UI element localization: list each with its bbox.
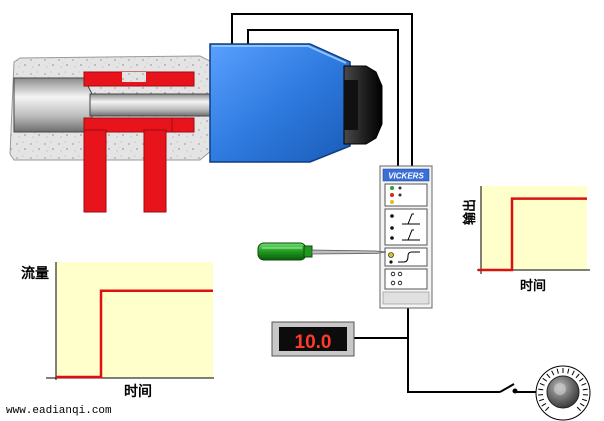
knob-tick	[571, 370, 575, 376]
display-value: 10.0	[295, 332, 332, 353]
status-leds	[384, 183, 428, 207]
input-graph-ylabel: 输出	[462, 199, 478, 225]
knob-tick	[542, 377, 548, 382]
knob-tick	[581, 382, 587, 386]
wiring	[231, 13, 500, 393]
adjust-screw-icon[interactable]	[388, 252, 394, 258]
ramp-pot-panel[interactable]	[384, 208, 428, 246]
knob-tick	[541, 403, 547, 407]
input-graph-xlabel: 时间	[520, 278, 546, 294]
knob-tick	[539, 382, 545, 386]
input-signal-trace	[478, 197, 587, 272]
knob-tick	[546, 373, 551, 379]
knob-tick	[567, 368, 570, 374]
led-green	[390, 186, 394, 190]
amplifier-brand: VICKERS	[388, 172, 424, 181]
led-yellow	[390, 200, 394, 204]
adjust-pot-panel[interactable]	[384, 247, 428, 267]
flow-graph-plot-area	[56, 262, 213, 378]
flow-graph-xlabel: 时间	[124, 383, 152, 400]
flow-graph-ylabel: 流量	[21, 265, 49, 282]
knob-tick	[539, 398, 545, 402]
piston-rod	[13, 77, 215, 133]
screwdriver-icon[interactable]	[257, 242, 387, 261]
rotary-knob-icon[interactable]	[535, 365, 591, 421]
actuator-cap	[343, 65, 383, 145]
knob-tick	[551, 370, 555, 376]
digital-display: 10.0	[271, 321, 355, 357]
watermark: www.eadianqi.com	[6, 405, 112, 417]
knob-tick	[579, 403, 585, 407]
input-graph-plot-area	[481, 186, 587, 270]
knob-tick	[544, 406, 550, 412]
knob-tick	[556, 368, 559, 374]
flow-graph: 流量 时间	[21, 262, 214, 400]
flow-trace	[56, 289, 213, 379]
amplifier-card: VICKERS	[379, 165, 433, 309]
knob-tick	[538, 388, 544, 391]
switch-contact	[499, 383, 538, 394]
actuator-body	[209, 43, 351, 163]
knob-tick	[582, 388, 588, 391]
led-red	[390, 193, 394, 197]
knob-tick	[578, 377, 584, 382]
spool	[83, 71, 195, 213]
input-graph: 输出 时间	[462, 186, 590, 294]
test-points	[384, 268, 428, 290]
knob-tick	[581, 398, 587, 402]
knob-tick	[575, 373, 580, 379]
knob-tick	[576, 406, 582, 412]
